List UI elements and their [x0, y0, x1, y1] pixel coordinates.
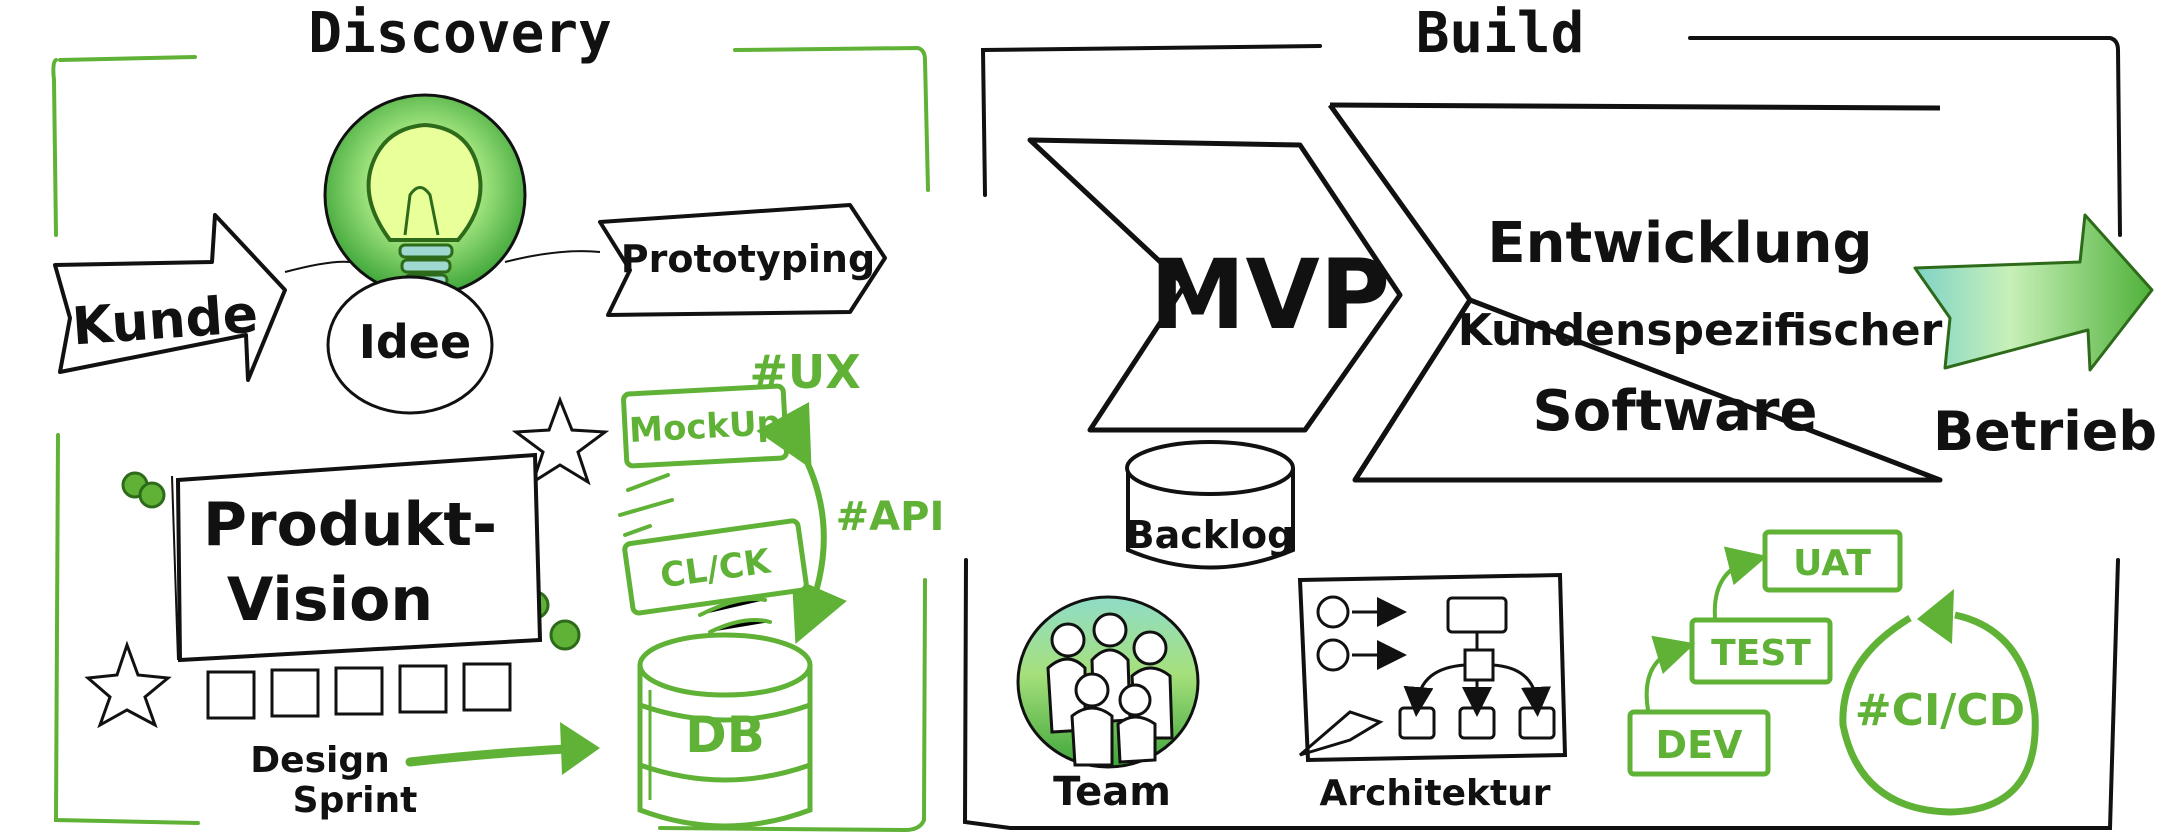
discovery-title: Discovery [308, 1, 611, 66]
pipeline-arrows [1644, 546, 1768, 711]
cicd-tag: #CI/CD [1855, 685, 2025, 736]
entwicklung-line3: Software [1532, 379, 1817, 444]
backlog-drum [1125, 440, 1295, 570]
kunde-label: Kunde [70, 285, 260, 358]
design-sprint-line1: Design [250, 740, 389, 781]
idee-label: Idee [359, 315, 471, 369]
kunde-arrow: Kunde [53, 213, 287, 382]
architecture-icon [1297, 572, 1568, 763]
backlog-label: Backlog [1126, 513, 1295, 557]
api-double-arrow [756, 402, 847, 645]
sprint-to-db-arrow [405, 743, 590, 767]
prototyping-label: Prototyping [621, 237, 875, 281]
db-label: DB [685, 706, 765, 764]
uat-stage-label: UAT [1793, 543, 1871, 584]
star-icon [511, 395, 610, 486]
lightbulb-icon [323, 93, 527, 297]
vision-line1: Produkt- [203, 490, 497, 560]
build-title: Build [1416, 1, 1585, 66]
team-icon [1016, 595, 1200, 769]
entwicklung-chevron: Entwicklung Kundenspezifischer Software [1327, 102, 1943, 483]
connector-line [284, 260, 351, 273]
mockup-box: MockUp [621, 383, 789, 469]
design-sprint-line2: Sprint [293, 780, 418, 821]
entwicklung-line2: Kundenspezifischer [1458, 305, 1943, 356]
database-icon [637, 632, 813, 829]
architektur-label: Architektur [1319, 773, 1550, 814]
betrieb-arrow [1913, 213, 2154, 372]
idee-bubble [326, 275, 494, 415]
speed-lines [618, 473, 772, 634]
sprint-boxes [206, 662, 512, 720]
vision-line2: Vision [227, 565, 433, 635]
connector-line [504, 250, 601, 263]
build-frame [962, 36, 2122, 830]
cl-ck-box: CL/CK [622, 518, 809, 616]
discovery-frame [51, 45, 930, 833]
entwicklung-line1: Entwicklung [1487, 211, 1872, 276]
mvp-label: MVP [1150, 239, 1390, 351]
mockup-label: MockUp [628, 403, 782, 451]
test-stage-label: TEST [1711, 633, 1811, 674]
betrieb-label: Betrieb [1933, 400, 2157, 463]
mvp-chevron: MVP [1027, 137, 1403, 433]
produkt-vision-sign: Produkt- Vision [171, 452, 543, 663]
dev-stage-label: DEV [1656, 723, 1744, 767]
api-tag: #API [836, 494, 945, 540]
prototyping-arrow: Prototyping [598, 203, 887, 317]
star-icon [84, 640, 172, 729]
team-label: Team [1053, 769, 1171, 815]
arrow-head [560, 722, 600, 775]
cycle-arrow-icon [1839, 589, 2039, 816]
